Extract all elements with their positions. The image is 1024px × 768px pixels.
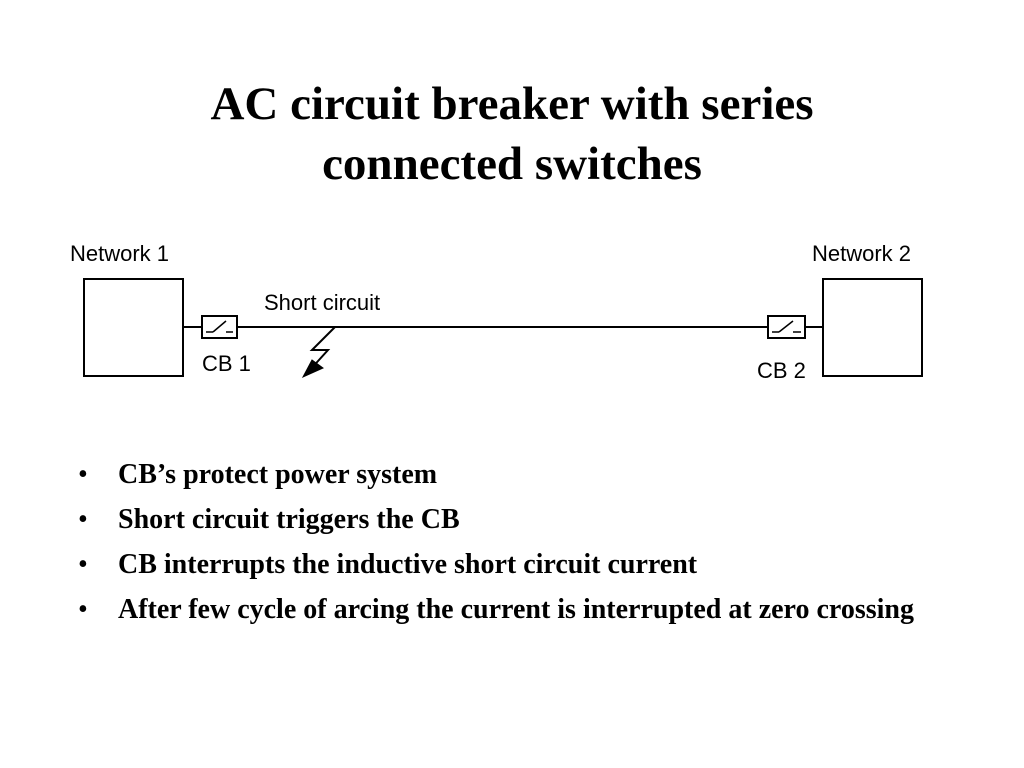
slide-title-line-1: AC circuit breaker with series bbox=[210, 78, 814, 130]
bullet-item: • CB’s protect power system bbox=[78, 458, 938, 492]
bullet-marker: • bbox=[78, 594, 88, 625]
network-1-box bbox=[83, 278, 184, 377]
network-1-label: Network 1 bbox=[70, 241, 169, 266]
bullet-text: After few cycle of arcing the current is… bbox=[118, 594, 914, 625]
bullet-text: CB interrupts the inductive short circui… bbox=[118, 549, 698, 580]
cb-2-label: CB 2 bbox=[757, 358, 806, 383]
cb-2-switch-icon bbox=[767, 315, 806, 339]
lightning-fault-icon bbox=[301, 326, 336, 379]
short-circuit-label: Short circuit bbox=[264, 290, 380, 315]
bullet-marker: • bbox=[78, 504, 88, 535]
bullet-item: • After few cycle of arcing the current … bbox=[78, 593, 938, 627]
slide-title-line-2: connected switches bbox=[322, 138, 702, 190]
network-2-label: Network 2 bbox=[812, 241, 911, 266]
bullet-text: CB’s protect power system bbox=[118, 459, 438, 490]
slide-title: AC circuit breaker with series connected… bbox=[0, 74, 1024, 194]
bullet-marker: • bbox=[78, 549, 88, 580]
bullet-marker: • bbox=[78, 459, 88, 490]
bullet-text: Short circuit triggers the CB bbox=[118, 504, 460, 535]
network-2-box bbox=[822, 278, 923, 377]
bullet-item: • Short circuit triggers the CB bbox=[78, 503, 938, 537]
bullet-item: • CB interrupts the inductive short circ… bbox=[78, 548, 938, 582]
cb-1-switch-icon bbox=[201, 315, 238, 339]
bullet-list: • CB’s protect power system • Short circ… bbox=[78, 458, 938, 638]
cb-1-label: CB 1 bbox=[202, 351, 251, 376]
